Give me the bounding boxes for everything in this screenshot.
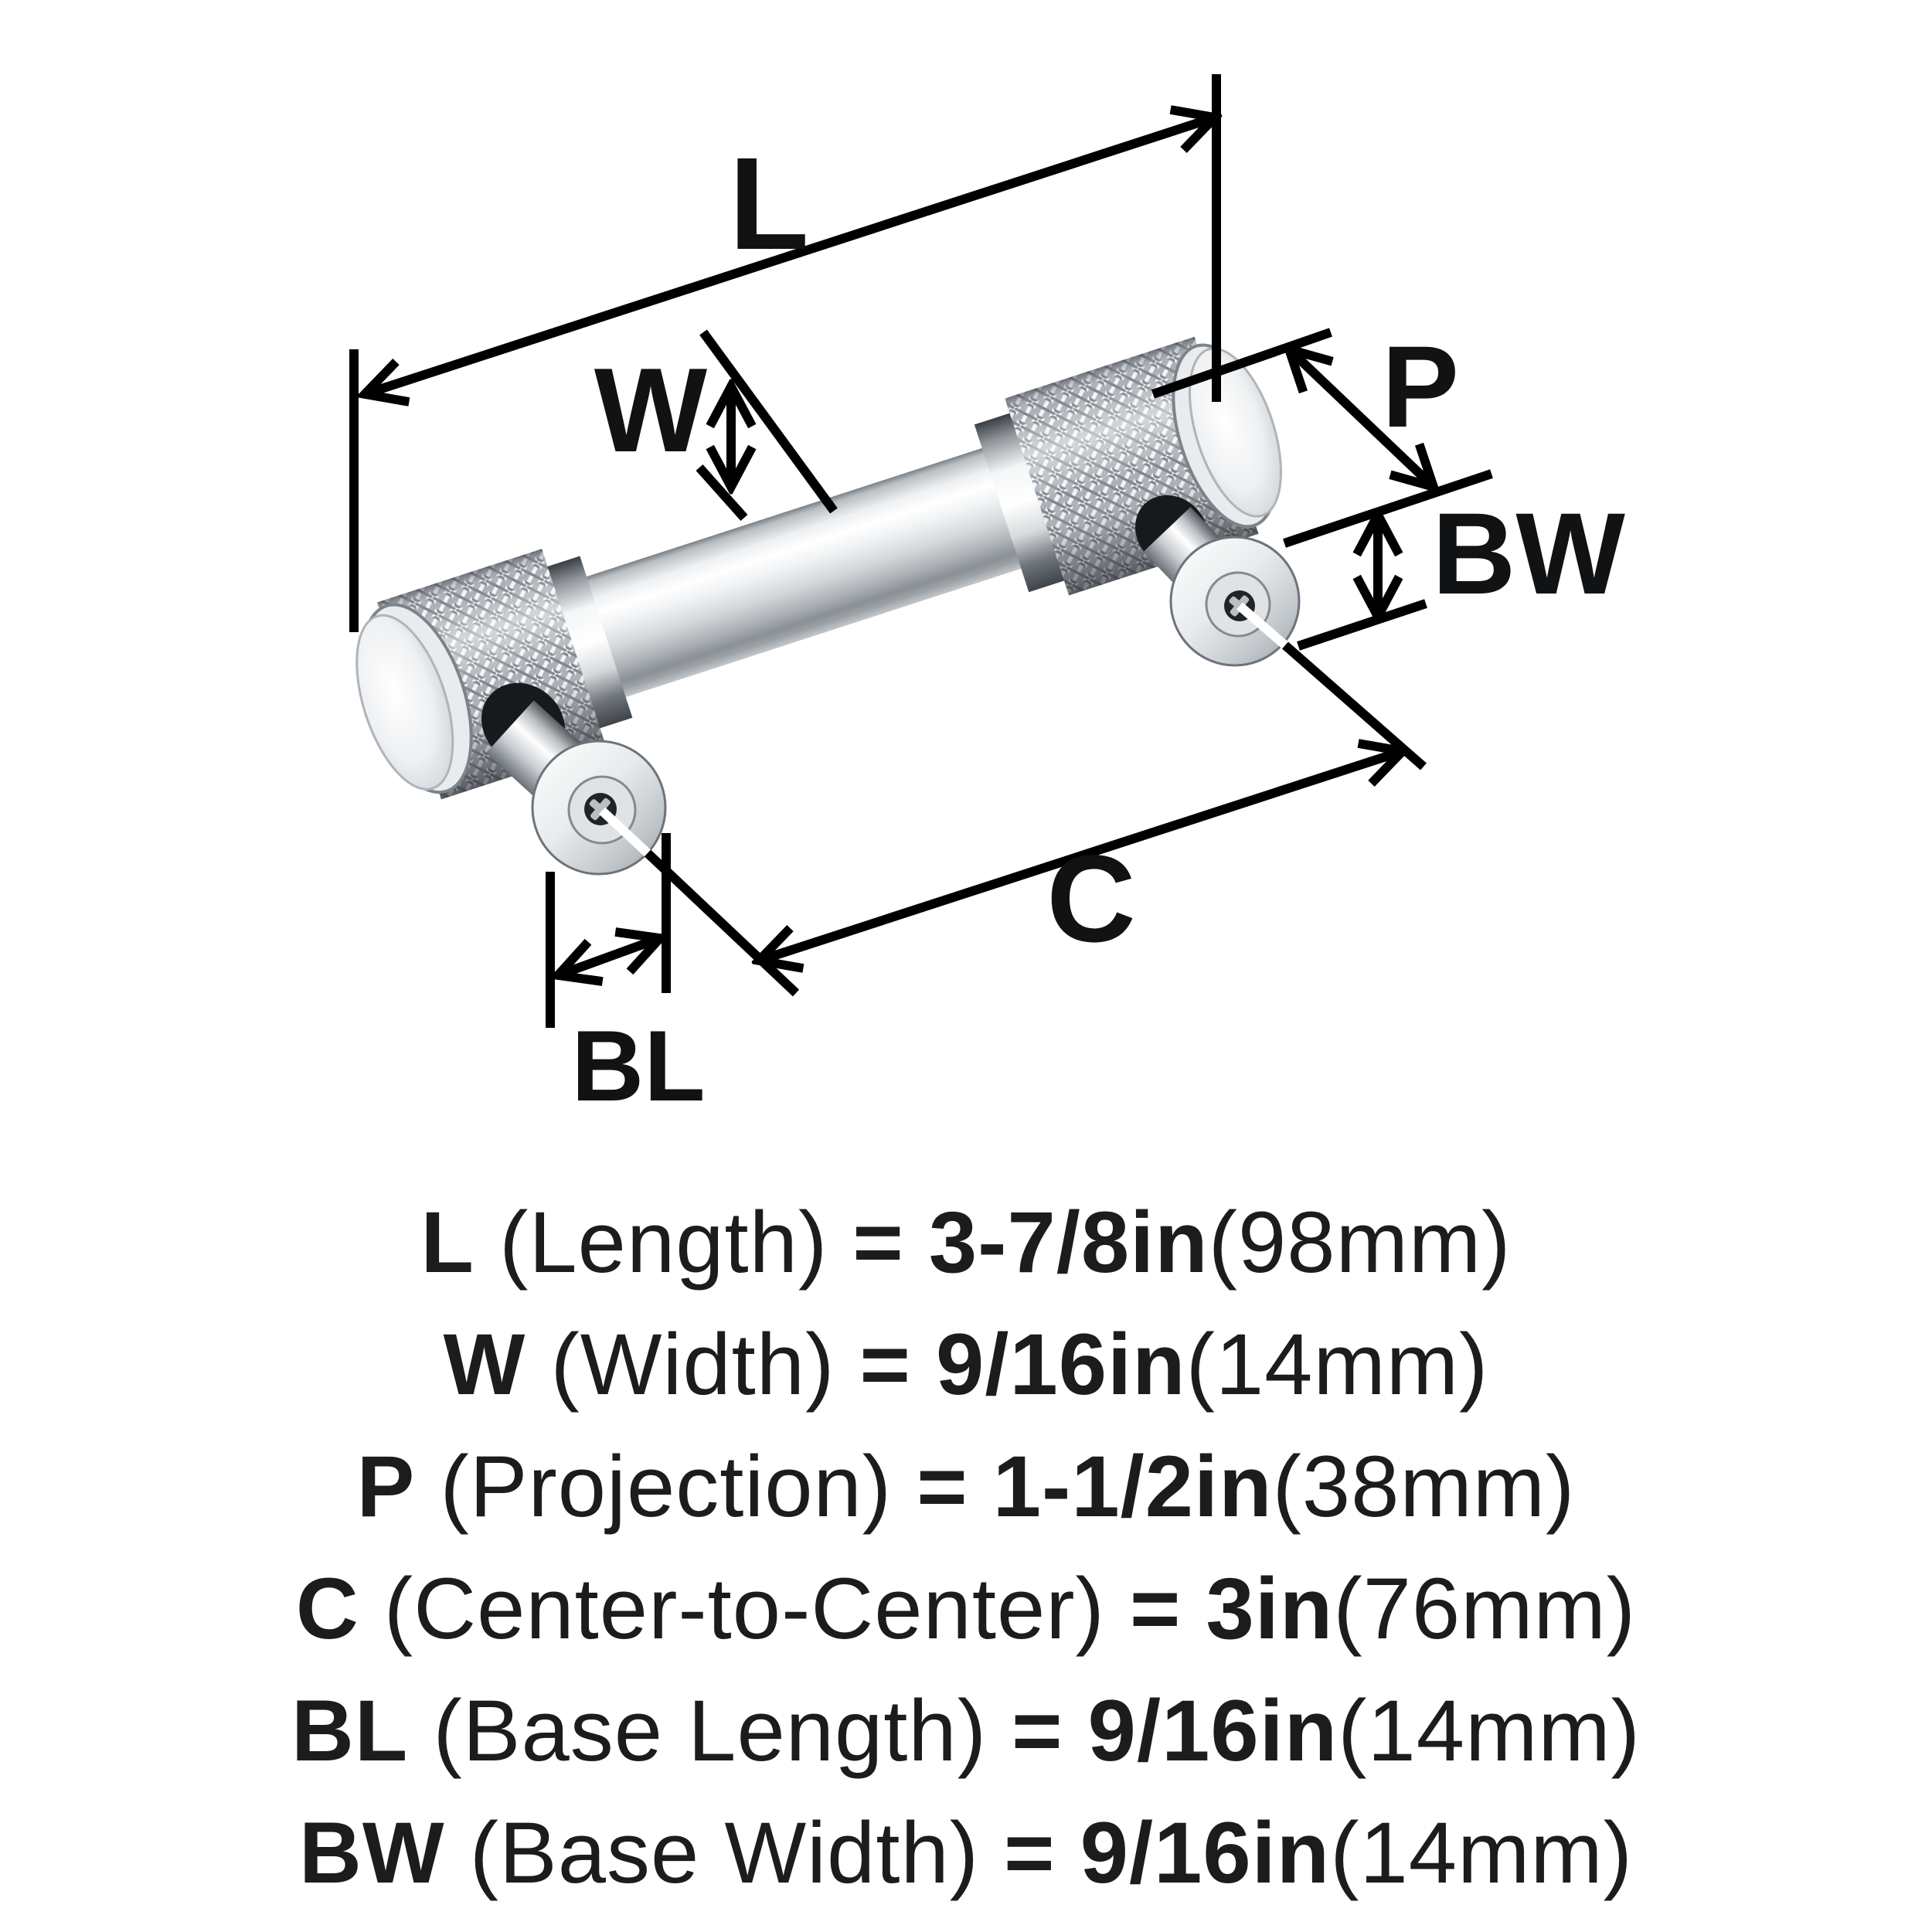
L-dimension-line <box>365 117 1215 394</box>
dimension-BW <box>1283 469 1493 651</box>
spec-label: C <box>295 1560 359 1657</box>
spec-metric: (14mm) <box>1338 1682 1641 1779</box>
spec-label: BL <box>291 1682 409 1779</box>
spec-value: 9/16in <box>1087 1682 1338 1779</box>
spec-label: BW <box>299 1804 445 1901</box>
spec-label: P <box>356 1438 416 1535</box>
spec-metric: (14mm) <box>1330 1804 1633 1901</box>
spec-desc: (Length) <box>499 1194 828 1291</box>
pull-handle-render <box>355 336 1301 876</box>
spec-label: L <box>420 1194 474 1291</box>
dimension-P <box>1151 328 1434 487</box>
spec-desc: (Center-to-Center) <box>383 1560 1105 1657</box>
equals-sign: = <box>1129 1560 1182 1657</box>
left-collar-ring <box>543 556 633 730</box>
center-line-highlights <box>598 602 1288 857</box>
C-dimension-line <box>759 751 1403 961</box>
spec-row-width: W (Width) = 9/16in(14mm) <box>0 1304 1932 1426</box>
spec-row-center-to-center: C (Center-to-Center) = 3in(76mm) <box>0 1548 1932 1670</box>
spec-label: W <box>443 1316 526 1413</box>
spec-value: 9/16in <box>936 1316 1186 1413</box>
dimension-L <box>349 74 1216 632</box>
spec-metric: (14mm) <box>1185 1316 1489 1413</box>
label-W: W <box>594 343 708 477</box>
spec-desc: (Base Width) <box>469 1804 980 1901</box>
dimension-lines <box>349 74 1493 1028</box>
spec-row-projection: P (Projection) = 1-1/2in(38mm) <box>0 1426 1932 1548</box>
spec-row-base-length: BL (Base Length) = 9/16in(14mm) <box>0 1670 1932 1792</box>
spec-metric: (76mm) <box>1333 1560 1637 1657</box>
BL-dimension-arrow <box>558 938 660 975</box>
W-extension-upper <box>699 329 838 514</box>
spec-metric: (38mm) <box>1272 1438 1576 1535</box>
dimension-spec-list: L (Length) = 3-7/8in(98mm) W (Width) = 9… <box>0 1182 1932 1914</box>
label-BL: BL <box>571 1009 705 1122</box>
spec-desc: (Width) <box>550 1316 835 1413</box>
equals-sign: = <box>1012 1682 1063 1779</box>
right-collar-ring <box>974 412 1067 593</box>
label-P: P <box>1382 321 1459 451</box>
label-BW: BW <box>1432 488 1625 618</box>
spec-value: 3in <box>1206 1560 1334 1657</box>
equals-sign: = <box>859 1316 911 1413</box>
spec-value: 3-7/8in <box>928 1194 1209 1291</box>
spec-desc: (Projection) <box>440 1438 893 1535</box>
label-L: L <box>729 131 809 277</box>
spec-metric: (98mm) <box>1208 1194 1512 1291</box>
equals-sign: = <box>852 1194 904 1291</box>
dimension-BL <box>546 833 671 1028</box>
dimension-C <box>644 641 1427 997</box>
spec-row-length: L (Length) = 3-7/8in(98mm) <box>0 1182 1932 1304</box>
C-extension-right <box>1282 641 1427 770</box>
BW-extension-bottom <box>1297 599 1427 651</box>
equals-sign: = <box>917 1438 968 1535</box>
spec-row-base-width: BW (Base Width) = 9/16in(14mm) <box>0 1792 1932 1914</box>
P-extension-line <box>1151 328 1332 399</box>
spec-value: 1-1/2in <box>992 1438 1273 1535</box>
P-dimension-line <box>1289 349 1434 487</box>
spec-desc: (Base Length) <box>433 1682 988 1779</box>
equals-sign: = <box>1004 1804 1056 1901</box>
spec-value: 9/16in <box>1080 1804 1331 1901</box>
label-C: C <box>1046 829 1136 968</box>
dimension-W <box>696 329 838 521</box>
handle-bar <box>579 442 1039 700</box>
